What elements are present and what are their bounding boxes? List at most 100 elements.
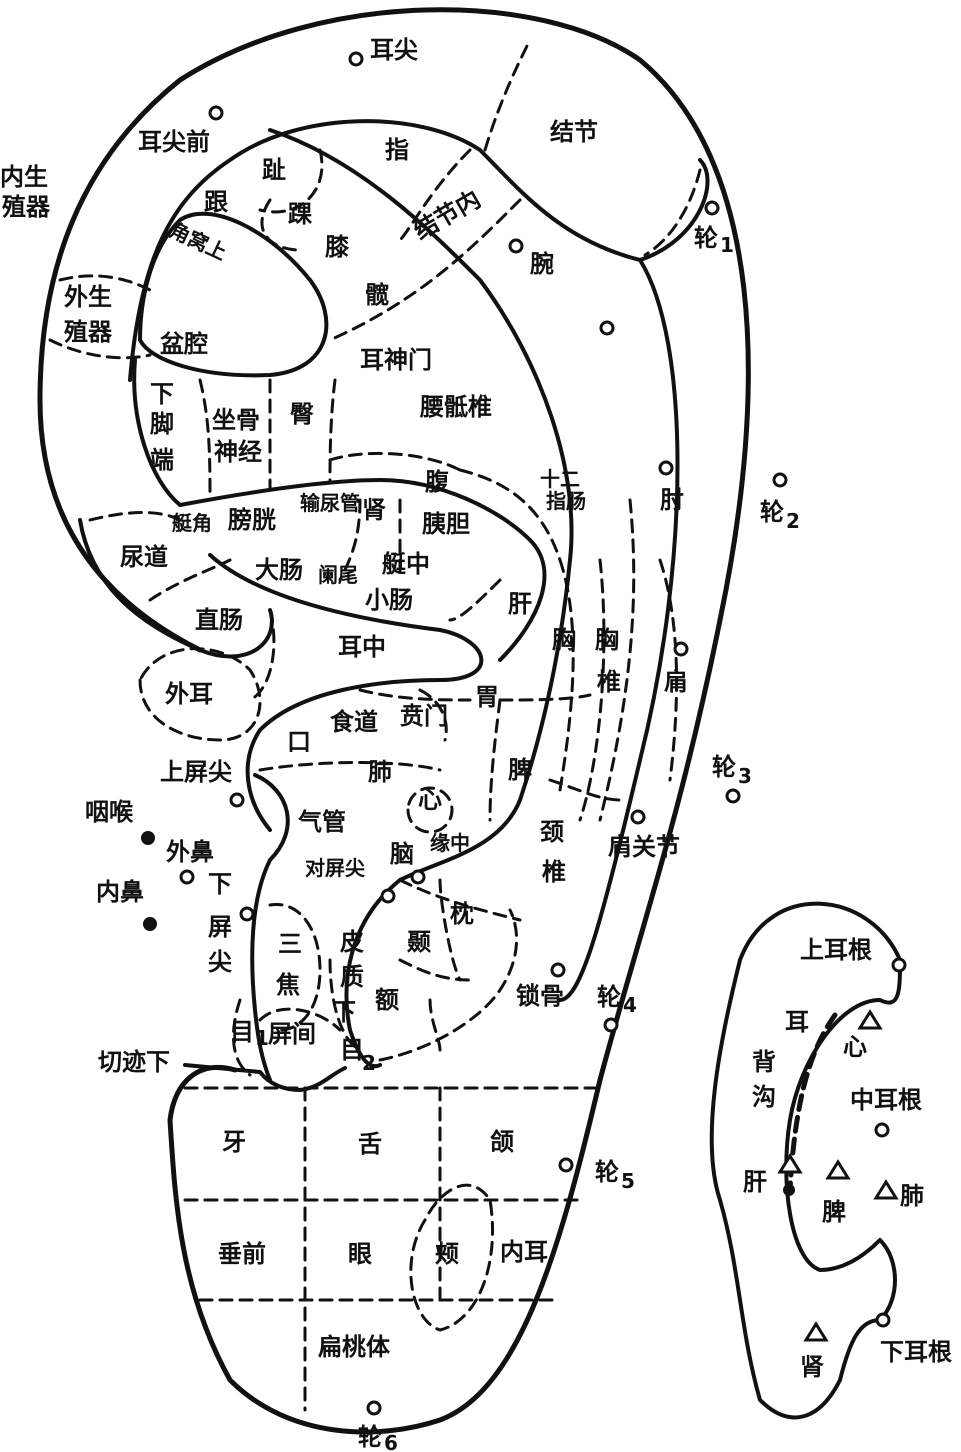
label-mu2-sub: 2 — [362, 1051, 376, 1075]
label-jing-zhui-1: 颈 — [540, 818, 564, 846]
label-lan-wei: 阑尾 — [318, 563, 358, 587]
label-da-chang: 大肠 — [255, 556, 303, 584]
back-label-shen: 肾 — [800, 1353, 824, 1381]
label-chui-qian: 垂前 — [218, 1240, 266, 1268]
label-mu1-sub: 1 — [255, 1026, 269, 1050]
back-label-pi: 脾 — [822, 1198, 846, 1226]
ear-back-groove — [787, 1012, 838, 1193]
label-fei: 肺 — [368, 758, 392, 786]
label-er-jian-qian: 耳尖前 — [138, 128, 210, 156]
label-jie-jie: 结节 — [550, 118, 598, 146]
helix-outer-rim — [37, 7, 751, 1435]
label-qi-guan: 气管 — [297, 808, 346, 836]
intertragic-notch — [183, 1063, 347, 1092]
label-xia-ping-jian-1: 下 — [208, 870, 232, 898]
label-lun2-sub: 2 — [786, 509, 800, 533]
label-shang-ping-jian: 上屏尖 — [160, 758, 232, 786]
label-ting-zhong: 艇中 — [382, 550, 430, 578]
point-markers — [141, 51, 788, 1416]
label-zhi: 指 — [385, 136, 409, 164]
label-lun1: 轮 — [694, 224, 718, 252]
label-pi-zhi-xia-1: 皮 — [340, 928, 364, 956]
antihelix-line — [268, 128, 574, 882]
label-san-jiao-2: 焦 — [276, 971, 300, 999]
label-wei: 胃 — [475, 683, 499, 711]
label-ya: 牙 — [222, 1128, 246, 1156]
label-jie-jie-nei: 结节内 — [409, 185, 485, 245]
label-lun2: 轮 — [760, 498, 784, 526]
label-lun5: 轮 — [595, 1158, 619, 1186]
label-lun3-sub: 3 — [738, 764, 752, 788]
label-suo-gu: 锁骨 — [516, 982, 564, 1010]
label-zuo-gu-shen-jing-2: 神经 — [214, 438, 262, 466]
back-label-gan: 肝 — [743, 1168, 767, 1196]
label-lun4: 轮 — [597, 983, 621, 1011]
helix-inner-edge — [128, 119, 710, 1002]
label-niao-dao: 尿道 — [120, 543, 168, 571]
label-yan-hou: 咽喉 — [85, 798, 134, 826]
label-shi-er-zhi-chang-1: 十二 — [540, 467, 580, 491]
front-labels: 耳尖 耳尖前 内生 殖器 外生 殖器 指 结节 结节内 腕 轮 1 轮 2 轮 … — [0, 36, 800, 1452]
label-lun5-sub: 5 — [621, 1169, 635, 1193]
label-nei-bi: 内鼻 — [96, 878, 144, 906]
label-kou: 口 — [287, 728, 311, 756]
label-xiao-chang: 小肠 — [365, 586, 413, 614]
label-nie: 颞 — [406, 928, 431, 956]
label-qie-ji-xia: 切迹下 — [98, 1048, 170, 1076]
label-xi: 膝 — [325, 233, 350, 261]
label-zuo-gu-shen-jing-1: 坐骨 — [212, 406, 260, 434]
label-yuan-zhong: 缘中 — [430, 831, 470, 855]
label-xia-jiao-duan-3: 端 — [150, 446, 174, 474]
label-xia-ping-jian-2: 屏 — [208, 913, 232, 941]
antitragus-outline — [344, 878, 402, 1069]
back-label-zhong-er-gen: 中耳根 — [850, 1086, 922, 1114]
ear-back-inset: 上耳根 耳 背 沟 心 中耳根 肝 脾 肺 肾 下耳根 — [709, 901, 952, 1420]
label-xin: 心 — [418, 786, 442, 814]
label-er-jian: 耳尖 — [370, 36, 418, 64]
label-huai: 踝 — [288, 200, 313, 228]
label-xia-jiao-duan-2: 脚 — [150, 410, 174, 438]
label-he: 颌 — [490, 1128, 514, 1156]
label-lun6: 轮 — [358, 1423, 382, 1451]
label-xiong: 胸 — [552, 626, 576, 654]
label-nei-sheng-zhi-qi-2: 殖器 — [2, 193, 51, 221]
label-gen: 跟 — [204, 188, 228, 216]
label-nao: 脑 — [389, 840, 414, 868]
label-wan: 腕 — [529, 250, 554, 278]
label-dui-ping-jian: 对屏尖 — [305, 856, 365, 880]
label-pang-guang: 膀胱 — [227, 506, 276, 534]
label-ben-men: 贲门 — [400, 702, 448, 730]
label-tun: 臀 — [290, 400, 314, 428]
label-er-shen-men: 耳神门 — [360, 346, 432, 374]
label-lun3: 轮 — [712, 753, 736, 781]
label-e: 额 — [375, 986, 399, 1014]
label-lun1-sub: 1 — [720, 233, 734, 257]
back-label-er-bei-gou-3: 沟 — [752, 1083, 776, 1111]
back-label-er-bei-gou-1: 耳 — [785, 1008, 809, 1036]
back-label-er-bei-gou-2: 背 — [752, 1048, 776, 1076]
tragus-outline — [250, 773, 290, 1082]
label-yao-di-zhui: 腰骶椎 — [419, 393, 492, 421]
back-label-xin: 心 — [843, 1033, 867, 1061]
label-ting-jiao: 艇角 — [171, 511, 212, 535]
label-yan: 眼 — [348, 1240, 372, 1268]
label-kuan: 髋 — [365, 281, 389, 309]
label-xiong-zhui-2: 椎 — [597, 668, 621, 696]
label-pi-zhi-xia-3: 下 — [332, 998, 356, 1026]
label-zhen: 枕 — [450, 900, 474, 928]
ear-outline — [37, 7, 751, 1435]
back-label-xia-er-gen: 下耳根 — [880, 1338, 952, 1366]
label-wai-sheng-zhi-qi-2: 殖器 — [64, 318, 113, 346]
inferior-crus — [132, 358, 547, 662]
label-pen-qiang: 盆腔 — [160, 330, 208, 358]
label-mu1: 目 — [230, 1018, 254, 1046]
label-lun4-sub: 4 — [623, 993, 637, 1017]
back-label-shang-er-gen: 上耳根 — [800, 936, 872, 964]
label-nei-sheng-zhi-qi-1: 内生 — [0, 163, 48, 191]
label-wai-sheng-zhi-qi-1: 外生 — [64, 283, 112, 311]
label-shu-niao-guan: 输尿管 — [300, 491, 360, 515]
label-xia-jiao-duan-1: 下 — [150, 380, 174, 408]
label-ping-jian: 屏间 — [268, 1020, 316, 1048]
label-lun6-sub: 6 — [384, 1431, 398, 1452]
